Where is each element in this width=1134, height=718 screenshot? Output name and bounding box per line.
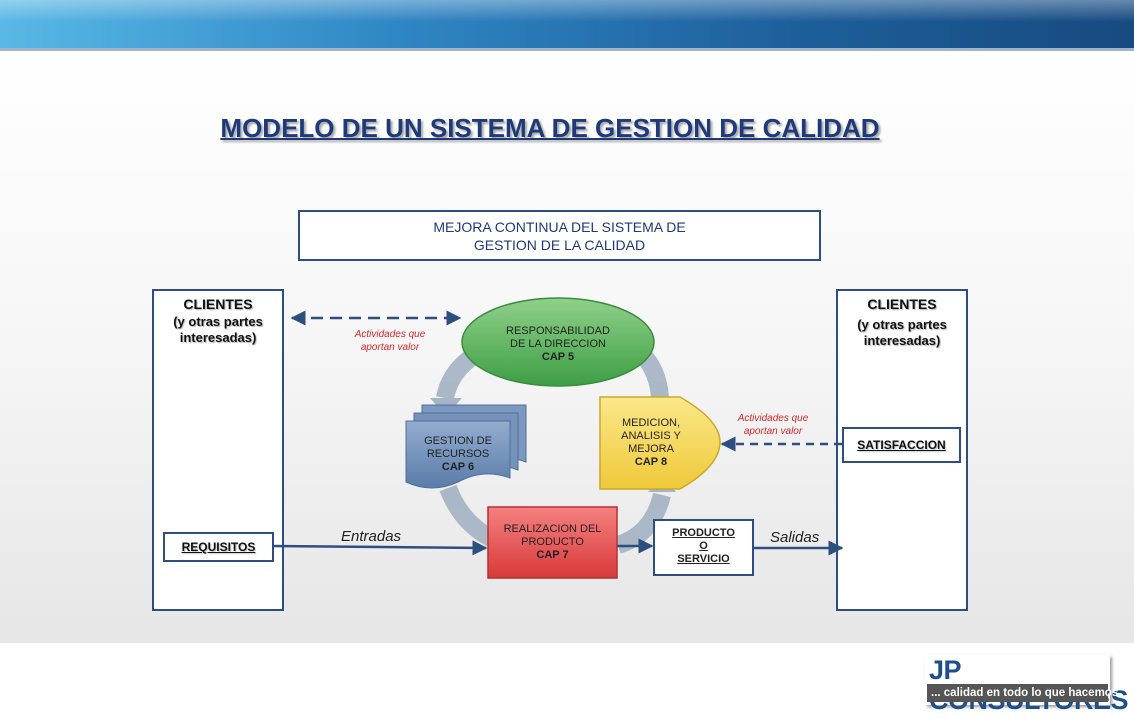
product-line2: O <box>699 540 708 552</box>
slide-title: MODELO DE UN SISTEMA DE GESTION DE CALID… <box>220 113 880 143</box>
clients-right-title: CLIENTES <box>867 296 937 312</box>
recursos-cap-text: CAP 6 <box>441 461 475 473</box>
requirements-box: REQUISITOS <box>163 532 274 562</box>
realizacion-cap-text: CAP 7 <box>536 549 569 561</box>
realizacion-cap: CAP 7 <box>488 549 617 562</box>
value-activities-right-line2: aportan valor <box>743 426 803 437</box>
continuous-improvement-line2: GESTION DE LA CALIDAD <box>473 236 646 253</box>
medicion-label: MEDICION, ANALISIS Y MEJORA CAP 8 <box>600 417 702 469</box>
product-line1: PRODUCTO <box>672 527 735 539</box>
cycle-arrow-bottom-right <box>615 492 671 554</box>
value-activities-note-left: Actividades que aportan valor <box>335 328 445 354</box>
value-activities-note-right: Actividades que aportan valor <box>718 412 828 438</box>
recursos-documents <box>405 404 527 489</box>
medicion-line3: MEJORA <box>628 443 674 455</box>
header-band <box>0 0 1134 48</box>
clients-left-title: CLIENTES <box>183 296 253 312</box>
logo-tagline: ... calidad en todo lo que hacemos <box>927 684 1118 702</box>
medicion-line2: ANALISIS Y <box>621 430 681 442</box>
realizacion-line1: REALIZACION DEL <box>503 523 602 535</box>
recursos-cap: CAP 6 <box>408 461 508 474</box>
realizacion-rect <box>487 506 618 579</box>
recursos-line2: RECURSOS <box>426 448 490 460</box>
medicion-cap-text: CAP 8 <box>634 456 668 468</box>
direccion-label: RESPONSABILIDAD DE LA DIRECCION CAP 5 <box>480 325 636 364</box>
clients-left-subtitle1: (y otras partes <box>173 314 263 329</box>
input-arrow <box>271 540 488 556</box>
clients-right-subtitle2: interesadas) <box>863 333 941 348</box>
header-gloss <box>0 0 1134 22</box>
direccion-ellipse <box>461 297 655 387</box>
company-logo: JP CONSULTORES ... calidad en todo lo qu… <box>925 655 1129 715</box>
direccion-line1: RESPONSABILIDAD <box>506 325 610 337</box>
value-activities-left-line2: aportan valor <box>360 342 420 353</box>
clients-right-subtitle1: (y otras partes <box>857 317 947 332</box>
product-label: PRODUCTO O SERVICIO <box>654 527 753 566</box>
value-activities-left-line1: Actividades que <box>354 329 426 340</box>
direccion-cap-text: CAP 5 <box>541 351 575 363</box>
medicion-line1: MEDICION, <box>621 417 681 429</box>
header-divider <box>0 48 1134 51</box>
clients-left-subtitle2: interesadas) <box>179 330 257 345</box>
recursos-label: GESTION DE RECURSOS CAP 6 <box>408 435 508 474</box>
recursos-line1: GESTION DE <box>424 435 492 447</box>
outputs-label: Salidas <box>770 529 820 546</box>
realizacion-label: REALIZACION DEL PRODUCTO CAP 7 <box>488 523 617 562</box>
direccion-line2: DE LA DIRECCION <box>510 338 606 350</box>
product-line3: SERVICIO <box>677 553 730 565</box>
inputs-label: Entradas <box>341 528 402 545</box>
satisfaction-box: SATISFACCION <box>842 427 961 463</box>
realizacion-line2: PRODUCTO <box>521 536 584 548</box>
value-activities-right-line1: Actividades que <box>737 413 809 424</box>
medicion-cap: CAP 8 <box>600 456 702 469</box>
continuous-improvement-box: MEJORA CONTINUA DEL SISTEMA DE GESTION D… <box>298 210 821 261</box>
continuous-improvement-line1: MEJORA CONTINUA DEL SISTEMA DE <box>433 218 686 235</box>
medicion-shape <box>599 396 721 490</box>
direccion-cap: CAP 5 <box>480 351 636 364</box>
